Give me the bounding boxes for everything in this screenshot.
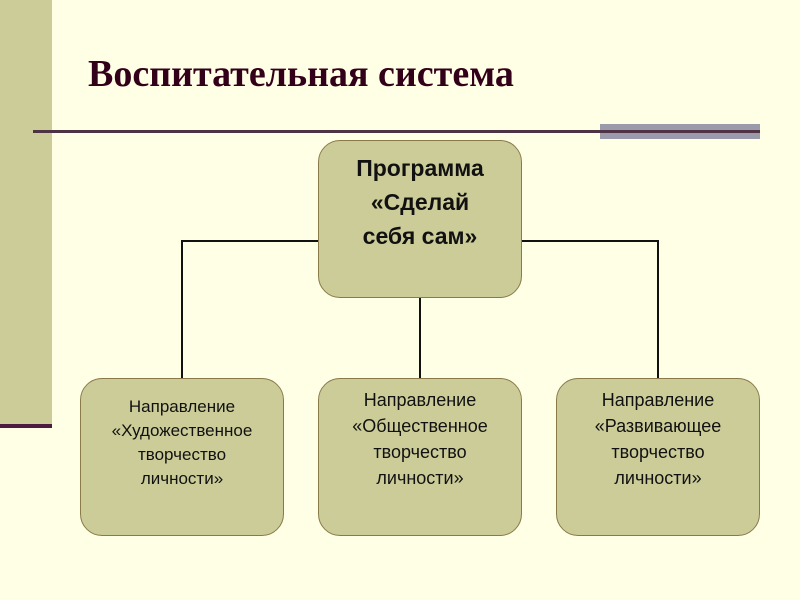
direction-box-social: Направление «Общественное творчество лич…	[318, 378, 522, 536]
program-box: Программа «Сделай себя сам»	[318, 140, 522, 298]
direction-line: личности»	[140, 469, 224, 488]
connector-left-h	[181, 240, 319, 242]
connector-right-h	[521, 240, 659, 242]
program-line: себя сам»	[362, 223, 478, 249]
sidebar-accent-line	[0, 424, 52, 428]
direction-line: творчество	[373, 442, 467, 462]
direction-line: личности»	[376, 468, 464, 488]
direction-line: «Художественное	[111, 421, 253, 440]
title-divider	[33, 130, 760, 133]
program-line: Программа	[356, 155, 484, 181]
direction-line: «Общественное	[352, 416, 488, 436]
direction-line: Направление	[128, 397, 236, 416]
connector-left-v	[181, 240, 183, 379]
direction-box-developing: Направление «Развивающее творчество личн…	[556, 378, 760, 536]
sidebar-decoration	[0, 0, 52, 424]
direction-line: Направление	[601, 390, 715, 410]
program-line: «Сделай	[370, 189, 470, 215]
connector-center-v	[419, 298, 421, 379]
direction-box-artistic: Направление «Художественное творчество л…	[80, 378, 284, 536]
title-divider-accent	[600, 130, 760, 133]
direction-line: творчество	[611, 442, 705, 462]
direction-line: «Развивающее	[594, 416, 722, 436]
direction-line: личности»	[614, 468, 702, 488]
connector-right-v	[657, 240, 659, 379]
slide-title: Воспитательная система	[88, 53, 514, 95]
direction-line: творчество	[137, 445, 227, 464]
direction-line: Направление	[363, 390, 477, 410]
